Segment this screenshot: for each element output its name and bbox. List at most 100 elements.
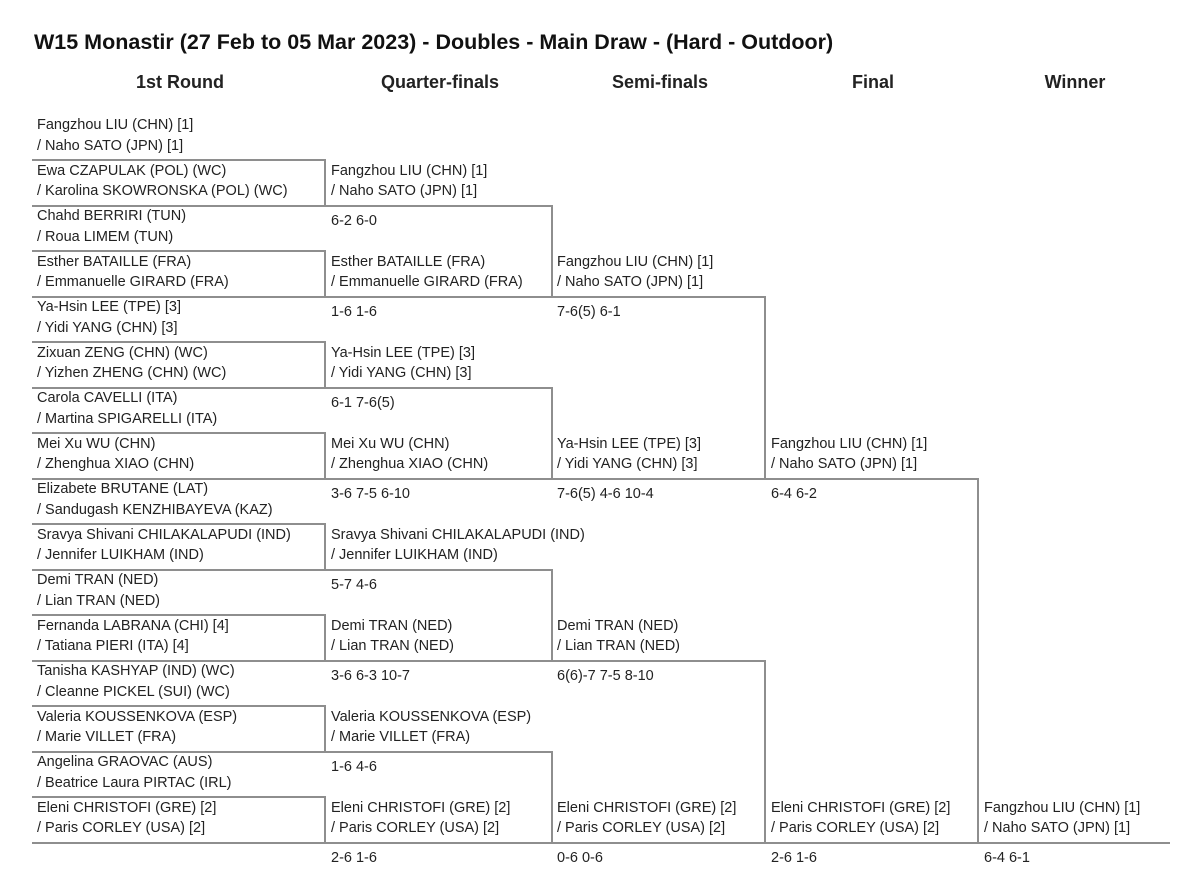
team-player-2: / Paris CORLEY (USA) [2]	[557, 820, 726, 836]
r1-team: Eleni CHRISTOFI (GRE) [2]/ Paris CORLEY …	[37, 798, 216, 839]
bracket-line-vertical	[551, 568, 553, 662]
bracket-line-horizontal	[32, 841, 325, 844]
team-player-1: Eleni CHRISTOFI (GRE) [2]	[771, 799, 951, 816]
r1-team: Demi TRAN (NED) / Lian TRAN (NED)	[37, 570, 160, 611]
bracket-line-horizontal	[32, 204, 325, 207]
bracket-line-horizontal	[32, 614, 325, 616]
bracket-line-horizontal	[325, 386, 552, 389]
bracket-line-horizontal	[32, 386, 325, 389]
team-player-1: Fangzhou LIU (CHN) [1]	[37, 117, 194, 133]
bracket-line-vertical	[551, 750, 553, 844]
qf-team: Ya-Hsin LEE (TPE) [3] / Yidi YANG (CHN) […	[331, 343, 475, 384]
team-player-2: / Marie VILLET (FRA)	[37, 729, 177, 745]
team-player-1: Fangzhou LIU (CHN) [1]	[984, 799, 1141, 816]
team-player-2: / Yizhen ZHENG (CHN) (WC)	[37, 365, 227, 381]
team-player-1: Demi TRAN (NED)	[37, 572, 159, 588]
bracket-line-horizontal	[978, 841, 1170, 844]
team-player-1: Carola CAVELLI (ITA)	[37, 390, 178, 406]
bracket-line-vertical	[324, 614, 326, 662]
bracket-line-horizontal	[32, 796, 325, 798]
match-score: 7-6(5) 6-1	[557, 303, 621, 320]
r1-team: Esther BATAILLE (FRA)/ Emmanuelle GIRARD…	[37, 252, 229, 293]
team-player-2: / Lian TRAN (NED)	[331, 638, 455, 654]
team-player-2: / Emmanuelle GIRARD (FRA)	[331, 274, 523, 290]
team-player-1: Valeria KOUSSENKOVA (ESP)	[331, 708, 532, 725]
team-player-1: Fangzhou LIU (CHN) [1]	[331, 162, 488, 179]
match-score: 2-6 1-6	[331, 849, 377, 866]
bracket-line-horizontal	[325, 295, 552, 298]
sf-team: Fangzhou LIU (CHN) [1] / Naho SATO (JPN) …	[557, 252, 713, 293]
team-player-1: Sravya Shivani CHILAKALAPUDI (IND)	[37, 526, 291, 543]
r1-team: Sravya Shivani CHILAKALAPUDI (IND)/ Jenn…	[37, 525, 291, 566]
bracket-line-horizontal	[32, 659, 325, 662]
bracket-line-horizontal	[32, 750, 325, 753]
r1-team: Tanisha KASHYAP (IND) (WC) / Cleanne PICK…	[37, 661, 235, 702]
bracket-line-horizontal	[552, 659, 765, 662]
team-player-1: Ewa CZAPULAK (POL) (WC)	[37, 162, 227, 179]
team-player-1: Esther BATAILLE (FRA)	[331, 253, 486, 270]
team-player-1: Tanisha KASHYAP (IND) (WC)	[37, 663, 235, 679]
match-score: 6-2 6-0	[331, 212, 377, 229]
team-player-1: Mei Xu WU (CHN)	[37, 435, 156, 452]
bracket-line-horizontal	[765, 841, 978, 844]
bracket-line-horizontal	[32, 568, 325, 571]
team-player-2: / Roua LIMEM (TUN)	[37, 228, 174, 245]
team-player-2: / Paris CORLEY (USA) [2]	[331, 820, 500, 836]
team-player-1: Demi TRAN (NED)	[557, 617, 679, 634]
qf-team: Valeria KOUSSENKOVA (ESP) / Marie VILLET …	[331, 707, 531, 748]
r1-team: Valeria KOUSSENKOVA (ESP)/ Marie VILLET …	[37, 707, 237, 748]
bracket-line-vertical	[324, 705, 326, 753]
team-player-2: / Paris CORLEY (USA) [2]	[771, 820, 940, 836]
qf-team: Esther BATAILLE (FRA) / Emmanuelle GIRARD…	[331, 252, 523, 293]
final-team: Eleni CHRISTOFI (GRE) [2] / Paris CORLEY …	[771, 798, 950, 839]
bracket-line-horizontal	[325, 659, 552, 662]
team-player-2: / Tatiana PIERI (ITA) [4]	[37, 638, 189, 654]
match-score: 3-6 6-3 10-7	[331, 667, 410, 684]
bracket-line-vertical	[324, 796, 326, 844]
sf-team: Demi TRAN (NED)/ Lian TRAN (NED)	[557, 616, 680, 657]
bracket-line-vertical	[324, 432, 326, 480]
team-player-1: Sravya Shivani CHILAKALAPUDI (IND)	[331, 526, 585, 543]
team-player-2: / Cleanne PICKEL (SUI) (WC)	[37, 683, 230, 700]
team-player-1: Angelina GRAOVAC (AUS)	[37, 754, 213, 770]
team-player-2: / Yidi YANG (CHN) [3]	[37, 319, 178, 336]
team-player-2: / Yidi YANG (CHN) [3]	[557, 456, 698, 472]
team-player-2: / Naho SATO (JPN) [1]	[771, 456, 918, 472]
team-player-2: / Marie VILLET (FRA)	[331, 729, 471, 745]
match-score: 3-6 7-5 6-10	[331, 485, 410, 502]
team-player-2: / Naho SATO (JPN) [1]	[331, 183, 478, 199]
team-player-2: / Naho SATO (JPN) [1]	[984, 820, 1131, 836]
r1-team: Ewa CZAPULAK (POL) (WC)/ Karolina SKOWRO…	[37, 161, 288, 202]
bracket-line-horizontal	[32, 250, 325, 252]
bracket-line-vertical	[324, 341, 326, 389]
match-score: 0-6 0-6	[557, 849, 603, 866]
team-player-1: Ya-Hsin LEE (TPE) [3]	[331, 344, 475, 361]
team-player-1: Eleni CHRISTOFI (GRE) [2]	[331, 799, 511, 816]
team-player-1: Eleni CHRISTOFI (GRE) [2]	[557, 799, 737, 816]
team-player-1: Fangzhou LIU (CHN) [1]	[557, 253, 714, 270]
r1-team: Ya-Hsin LEE (TPE) [3] / Yidi YANG (CHN) […	[37, 297, 181, 338]
match-score: 6(6)-7 7-5 8-10	[557, 667, 654, 684]
team-player-1: Fernanda LABRANA (CHI) [4]	[37, 617, 229, 634]
r1-team: Mei Xu WU (CHN)/ Zhenghua XIAO (CHN)	[37, 434, 194, 475]
bracket-line-horizontal	[325, 477, 552, 480]
team-player-2: / Yidi YANG (CHN) [3]	[331, 365, 472, 381]
team-player-1: Eleni CHRISTOFI (GRE) [2]	[37, 799, 217, 816]
bracket-line-horizontal	[552, 477, 765, 480]
team-player-1: Zixuan ZENG (CHN) (WC)	[37, 344, 208, 361]
team-player-1: Demi TRAN (NED)	[331, 617, 453, 634]
round-header-final: Final	[851, 72, 894, 92]
team-player-2: / Martina SPIGARELLI (ITA)	[37, 410, 218, 427]
team-player-2: / Lian TRAN (NED)	[37, 592, 161, 609]
team-player-2: / Zhenghua XIAO (CHN)	[331, 456, 489, 472]
team-player-2: / Sandugash KENZHIBAYEVA (KAZ)	[37, 501, 273, 518]
sf-team: Ya-Hsin LEE (TPE) [3]/ Yidi YANG (CHN) […	[557, 434, 701, 475]
bracket-line-horizontal	[325, 750, 552, 753]
round-header-winner: Winner	[1044, 72, 1106, 92]
r1-team: Carola CAVELLI (ITA) / Martina SPIGARELLI…	[37, 388, 217, 429]
team-player-2: / Naho SATO (JPN) [1]	[557, 274, 704, 290]
team-player-1: Esther BATAILLE (FRA)	[37, 253, 192, 270]
bracket-line-horizontal	[552, 295, 765, 298]
match-score: 6-4 6-1	[984, 849, 1030, 866]
team-player-1: Ya-Hsin LEE (TPE) [3]	[37, 299, 181, 315]
